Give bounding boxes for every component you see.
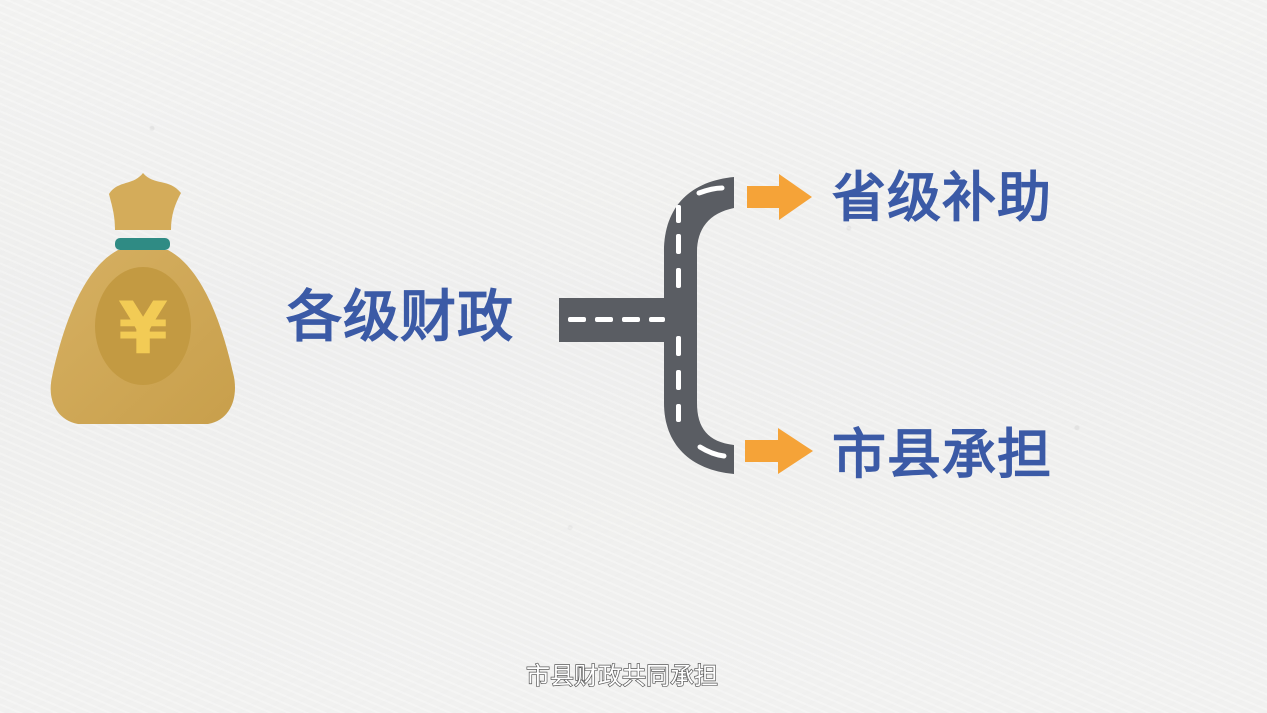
upper-branch-label: 省级补助 [832, 166, 1052, 229]
road-marking-icon [649, 317, 665, 322]
road-marking-icon [595, 317, 613, 322]
arrow-right-icon [745, 428, 813, 474]
road-curve-marking-icon [697, 444, 727, 459]
lower-branch-label: 市县承担 [832, 423, 1052, 486]
bag-top-icon [109, 173, 181, 230]
bag-tie-icon [115, 238, 170, 250]
road-curve-marking-icon [696, 185, 725, 196]
branch-road-icon [664, 177, 734, 474]
road-marking-icon [676, 336, 681, 356]
bag-medallion-icon [95, 267, 191, 385]
currency-symbol: ¥ [118, 286, 168, 370]
road-marking-icon [676, 404, 681, 422]
main-road-icon [559, 298, 673, 342]
money-bag-icon: ¥ [50, 173, 235, 424]
source-label: 各级财政 [286, 285, 514, 350]
road-marking-icon [568, 317, 586, 322]
road-marking-icon [676, 234, 681, 254]
caption: 市县财政共同承担 [525, 662, 718, 690]
road-marking-icon [676, 268, 681, 288]
arrow-right-icon [747, 174, 812, 220]
road-marking-icon [676, 370, 681, 390]
road-marking-icon [622, 317, 640, 322]
road-marking-icon [676, 205, 681, 223]
